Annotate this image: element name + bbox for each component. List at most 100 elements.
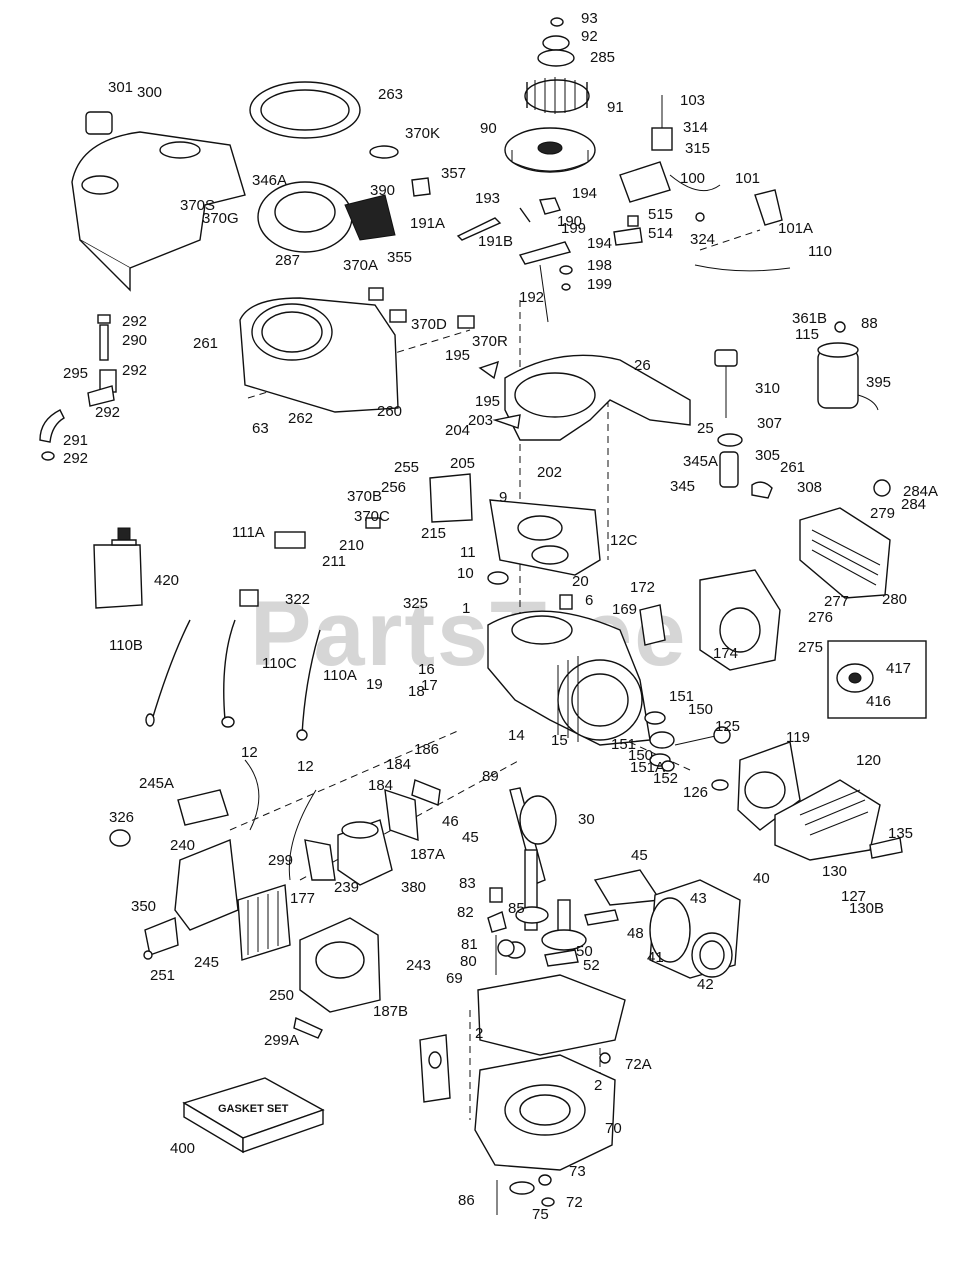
dipstick-assembly — [714, 349, 773, 499]
part-callout: 80 — [460, 953, 477, 970]
part-callout: 151 — [669, 688, 694, 705]
inset-box — [827, 640, 927, 719]
part-callout: 12C — [610, 532, 638, 549]
part-callout: 300 — [137, 84, 162, 101]
part-callout: 193 — [475, 190, 500, 207]
part-callout: 285 — [590, 49, 615, 66]
part-callout: 202 — [537, 464, 562, 481]
part-callout: 135 — [888, 825, 913, 842]
part-callout: 151A — [630, 759, 665, 776]
valve-train — [644, 711, 731, 791]
part-callout: 20 — [572, 573, 589, 590]
part-callout: 310 — [755, 380, 780, 397]
part-callout: 45 — [462, 829, 479, 846]
part-callout: 110 — [808, 243, 832, 260]
cylinder-block — [487, 571, 651, 746]
part-callout: 40 — [753, 870, 770, 887]
part-callout: 324 — [690, 231, 715, 248]
part-callout: 255 — [394, 459, 419, 476]
part-callout: 370C — [354, 508, 390, 525]
part-callout: 89 — [482, 768, 499, 785]
carburetor — [304, 779, 441, 886]
part-callout: 115 — [795, 326, 819, 343]
part-callout: 127 — [841, 888, 866, 905]
part-callout: 46 — [442, 813, 459, 830]
part-callout: 177 — [290, 890, 315, 907]
crankshaft — [504, 787, 557, 959]
part-callout: 9 — [499, 489, 507, 506]
alignment-lines — [229, 229, 761, 1120]
gasket-187B — [419, 1034, 451, 1103]
part-callout: 18 — [408, 683, 425, 700]
part-callout: 73 — [569, 1163, 586, 1180]
part-callout: 126 — [683, 784, 708, 801]
part-callout: 103 — [680, 92, 705, 109]
part-callout: 25 — [697, 420, 714, 437]
part-callout: 256 — [381, 479, 406, 496]
part-callout: 125 — [715, 718, 740, 735]
control-linkage — [456, 197, 573, 323]
part-callout: 41 — [647, 949, 664, 966]
part-callout: 12 — [241, 744, 258, 761]
air-filter-cover — [293, 917, 381, 1039]
air-screen — [249, 81, 431, 197]
part-callout: 203 — [468, 412, 493, 429]
part-callout: 355 — [387, 249, 412, 266]
part-callout: 187A — [410, 846, 445, 863]
part-callout: 315 — [685, 140, 710, 157]
part-callout: 261 — [193, 335, 218, 352]
part-callout: 184 — [386, 756, 411, 773]
part-callout: 194 — [572, 185, 597, 202]
part-callout: 275 — [798, 639, 823, 656]
part-callout: 63 — [252, 420, 269, 437]
part-callout: 284A — [903, 483, 938, 500]
part-callout: 83 — [459, 875, 476, 892]
part-callout: 417 — [886, 660, 911, 677]
part-callout: 119 — [786, 729, 810, 746]
part-callout: 250 — [269, 987, 294, 1004]
part-callout: 279 — [870, 505, 895, 522]
part-callout: 370A — [343, 257, 378, 274]
part-callout: 101A — [778, 220, 813, 237]
part-callout: 240 — [170, 837, 195, 854]
part-callout: 345A — [683, 453, 718, 470]
part-callout: 198 — [587, 257, 612, 274]
part-callout: 190 — [557, 213, 582, 230]
part-callout: 215 — [421, 525, 446, 542]
part-callout: 370B — [347, 488, 382, 505]
part-callout: 357 — [441, 165, 466, 182]
oil-sump — [474, 1052, 616, 1215]
part-callout: 93 — [581, 10, 598, 27]
camshaft — [541, 899, 619, 967]
part-callout: 420 — [154, 572, 179, 589]
part-callout: 370G — [202, 210, 239, 227]
part-callout: 70 — [605, 1120, 622, 1137]
part-callout: 52 — [583, 957, 600, 974]
part-callout: 195 — [445, 347, 470, 364]
part-callout: 350 — [131, 898, 156, 915]
part-callout: 370R — [472, 333, 508, 350]
part-callout: 110A — [323, 667, 357, 684]
part-callout: 287 — [275, 252, 300, 269]
part-callout: 205 — [450, 455, 475, 472]
part-callout: 75 — [532, 1206, 549, 1223]
part-callout: 390 — [370, 182, 395, 199]
rewind-starter — [257, 181, 396, 253]
part-callout: 199 — [587, 276, 612, 293]
part-callout: 130 — [822, 863, 847, 880]
part-callout: 26 — [634, 357, 651, 374]
part-callout: 150 — [688, 701, 713, 718]
part-callout: 370K — [405, 125, 440, 142]
electric-starter — [817, 321, 879, 411]
part-callout: 92 — [581, 28, 598, 45]
part-callout: 370S — [180, 197, 215, 214]
fuel-line-parts — [39, 314, 117, 461]
part-callout: 299A — [264, 1032, 299, 1049]
part-callout: 187B — [373, 1003, 408, 1020]
flywheel-assembly — [504, 17, 596, 173]
part-callout: 195 — [475, 393, 500, 410]
part-callout: 43 — [690, 890, 707, 907]
oil-bottle — [93, 527, 143, 609]
part-callout: 325 — [403, 595, 428, 612]
part-callout: 186 — [414, 741, 439, 758]
